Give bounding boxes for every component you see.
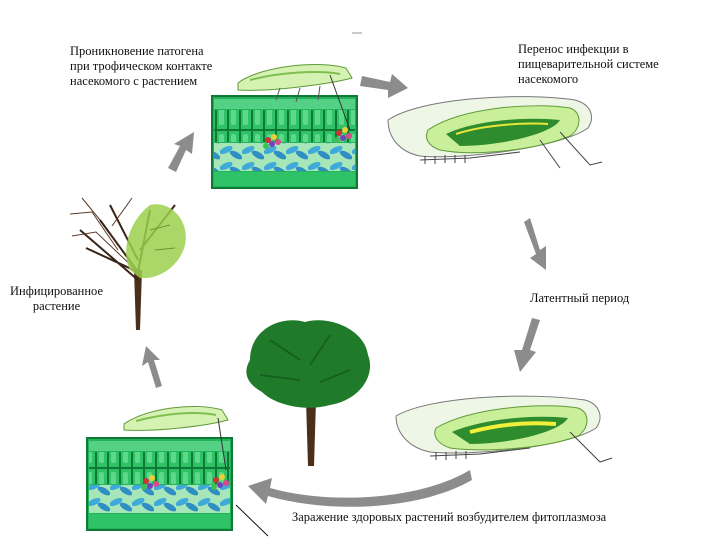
phytoplasma-cluster-bottom-left	[141, 475, 159, 490]
healthy-tree	[246, 320, 371, 466]
phytoplasma-cluster-bottom-right	[211, 474, 229, 490]
label-line: насекомого	[518, 72, 579, 86]
arrow-curved-left	[248, 470, 472, 507]
label-pathogen-penetration: Проникновение патогена при трофическом к…	[70, 44, 212, 89]
leafhopper-top-right	[387, 96, 603, 169]
label-line: Инфицированное	[10, 284, 103, 298]
arrow-to-insect-top	[360, 74, 408, 98]
leafhopper-feeding-bottom	[123, 405, 229, 471]
arrow-up-right-top	[168, 132, 194, 172]
infected-tree	[69, 197, 186, 330]
label-line: Перенос инфекции в	[518, 42, 629, 56]
leaf-tissue-top	[211, 95, 358, 189]
arrow-down-right-top	[524, 218, 546, 270]
label-line: Проникновение патогена	[70, 44, 204, 58]
phytoplasma-cluster-top-right	[334, 127, 352, 143]
arrow-down-right-bottom	[514, 318, 540, 372]
label-line: при трофическом контакте	[70, 59, 213, 73]
leafhopper-feeding-top	[237, 64, 353, 131]
label-healthy-plant-infection: Заражение здоровых растений возбудителем…	[292, 510, 607, 524]
label-line: растение	[32, 299, 81, 313]
label-line: насекомого с растением	[70, 74, 198, 88]
label-infected-plant: Инфицированное растение	[10, 284, 103, 314]
label-line: пищеварительной системе	[518, 57, 659, 71]
pointer-line	[235, 504, 269, 537]
arrow-up-left-bottom	[142, 346, 162, 388]
cycle-arrows	[142, 74, 546, 507]
leafhopper-bottom-right	[395, 395, 613, 463]
label-infection-transfer: Перенос инфекции в пищеварительной систе…	[518, 42, 659, 87]
label-latent-period: Латентный период	[530, 291, 630, 305]
phytoplasma-cluster-top-left	[263, 134, 281, 149]
leaf-tissue-bottom	[86, 437, 233, 531]
